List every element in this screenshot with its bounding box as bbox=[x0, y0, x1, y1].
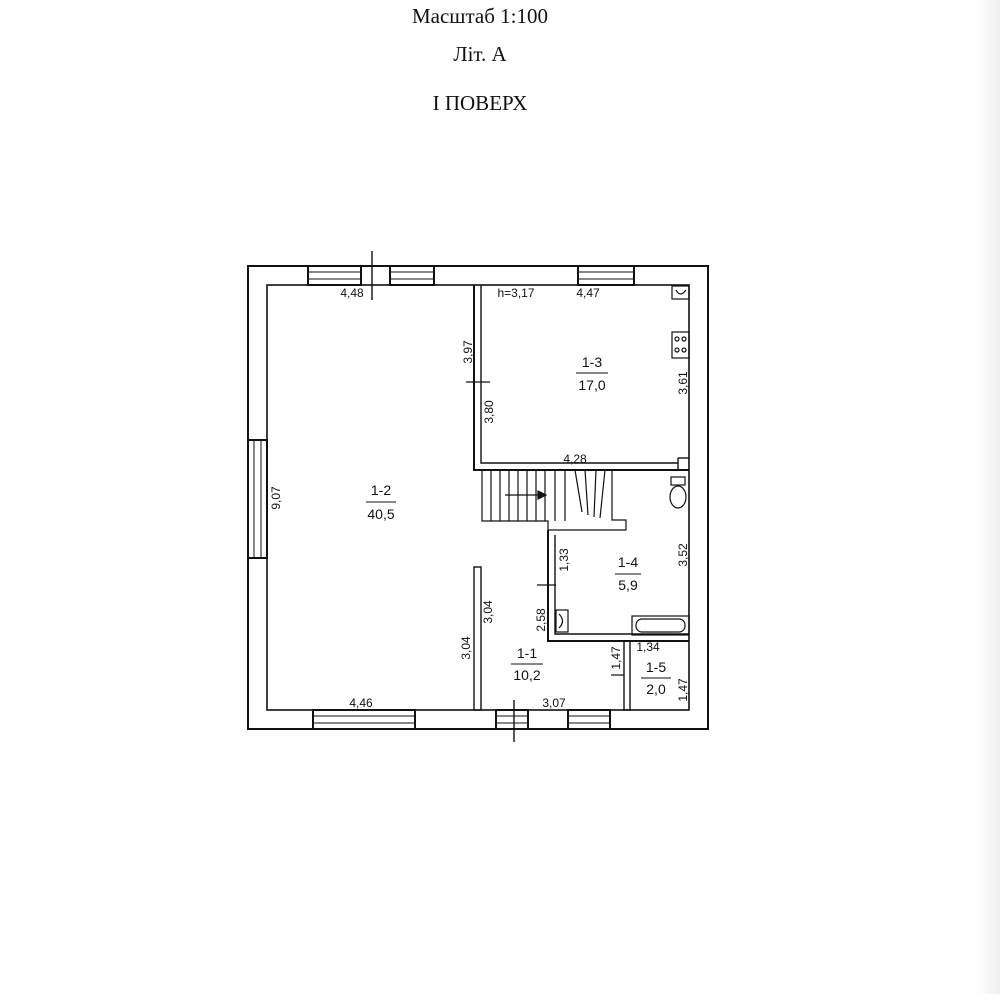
dim-bath-right: 3,52 bbox=[676, 543, 690, 567]
dim-kitchen-bottom: 4,28 bbox=[563, 452, 587, 466]
room-1-2-area: 40,5 bbox=[367, 506, 394, 522]
staircase bbox=[481, 469, 627, 531]
dim-hall-wall-b: 3,04 bbox=[459, 636, 473, 660]
room-1-1-id: 1-1 bbox=[517, 645, 537, 661]
dim-top-right: 4,47 bbox=[576, 286, 600, 300]
dim-bottom-left: 4,46 bbox=[349, 696, 373, 710]
room-1-1-area: 10,2 bbox=[513, 667, 540, 683]
dim-bottom-right: 3,07 bbox=[542, 696, 566, 710]
hall-partition bbox=[473, 566, 482, 711]
room-1-5-id: 1-5 bbox=[646, 659, 666, 675]
bathroom-wall-inner bbox=[554, 535, 689, 635]
bathtub-icon bbox=[631, 615, 690, 636]
page-edge-shadow bbox=[978, 0, 1000, 994]
room-1-5-area: 2,0 bbox=[646, 681, 666, 697]
dim-bath-left: 1,33 bbox=[557, 548, 571, 572]
wc-wall bbox=[623, 640, 631, 711]
dim-wc-top: 1,34 bbox=[636, 640, 660, 654]
dim-height: h=3,17 bbox=[497, 286, 534, 300]
inner-wall-outline bbox=[266, 284, 690, 711]
letter-title: Літ. А bbox=[453, 42, 507, 66]
dim-wall-upper-b: 3,80 bbox=[482, 400, 496, 424]
dim-kitchen-right: 3,61 bbox=[676, 371, 690, 395]
kitchen-sink-icon bbox=[671, 285, 690, 300]
room-1-3-id: 1-3 bbox=[582, 354, 602, 370]
window-left bbox=[247, 439, 268, 559]
outer-wall-outline bbox=[247, 265, 709, 730]
window-top-left bbox=[307, 265, 362, 286]
room-1-4-id: 1-4 bbox=[618, 554, 638, 570]
dim-wc-left: 1,47 bbox=[609, 646, 623, 670]
stove-icon bbox=[671, 331, 690, 359]
window-bottom-right bbox=[567, 709, 611, 730]
dim-top-left: 4,48 bbox=[340, 286, 364, 300]
washbasin-icon bbox=[555, 609, 569, 633]
dim-hall-left: 2,58 bbox=[534, 608, 548, 632]
entrance-door bbox=[495, 709, 529, 730]
room-1-2-id: 1-2 bbox=[371, 482, 391, 498]
kitchen-wall bbox=[473, 285, 689, 471]
toilet-icon bbox=[669, 476, 687, 509]
dim-wc-right: 1,47 bbox=[676, 678, 690, 702]
room-1-3-area: 17,0 bbox=[578, 377, 605, 393]
window-top-right bbox=[577, 265, 635, 286]
dim-left-side: 9,07 bbox=[269, 486, 283, 510]
scale-title: Масштаб 1:100 bbox=[411, 4, 548, 28]
dim-wall-upper-a: 3,97 bbox=[461, 340, 475, 364]
kitchen-wall-inner bbox=[480, 285, 678, 464]
window-bottom-left bbox=[312, 709, 416, 730]
floor-title: І ПОВЕРХ bbox=[432, 91, 528, 115]
room-1-4-area: 5,9 bbox=[618, 577, 638, 593]
bathroom-wall bbox=[547, 530, 689, 642]
window-top-center bbox=[389, 265, 435, 286]
dim-hall-wall-a: 3,04 bbox=[481, 600, 495, 624]
